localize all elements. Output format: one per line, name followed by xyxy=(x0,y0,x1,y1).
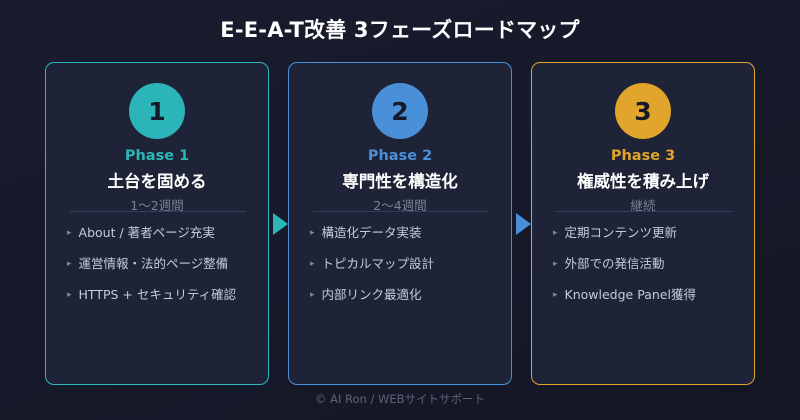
phase-task-list-3: ▸ 定期コンテンツ更新 ▸ 外部での発信活動 ▸ Knowledge Panel… xyxy=(553,225,743,318)
list-item: ▸ 運営情報・法的ページ整備 xyxy=(67,256,257,273)
list-item: ▸ トピカルマップ設計 xyxy=(310,256,500,273)
task-label: 構造化データ実装 xyxy=(321,225,422,240)
phase-duration-3: 継続 xyxy=(630,198,656,213)
roadmap-board: 1 Phase 1 土台を固める 1〜2週間 ▸ About / 著者ページ充実… xyxy=(45,62,755,385)
list-item: ▸ Knowledge Panel獲得 xyxy=(553,287,743,304)
phase-duration-1: 1〜2週間 xyxy=(130,198,184,213)
triangle-right-small-icon: ▸ xyxy=(553,228,558,238)
list-item: ▸ 外部での発信活動 xyxy=(553,256,743,273)
phase-title-1: 土台を固める xyxy=(107,172,207,191)
phase-card-2[interactable]: 2 Phase 2 専門性を構造化 2〜4週間 ▸ 構造化データ実装 ▸ トピカ… xyxy=(288,62,512,385)
triangle-right-small-icon: ▸ xyxy=(67,228,72,238)
card-divider-2 xyxy=(313,211,489,212)
list-item: ▸ 構造化データ実装 xyxy=(310,225,500,242)
task-label: 外部での発信活動 xyxy=(564,256,665,272)
phase-label-3: Phase 3 xyxy=(610,148,676,164)
arrow-right-icon-2 xyxy=(516,213,531,235)
page-title: E-E-A-T改善 3フェーズロードマップ xyxy=(220,18,580,42)
footer-credit: © AI Ron / WEBサイトサポート xyxy=(314,392,486,406)
task-label: About / 著者ページ充実 xyxy=(78,225,215,240)
phase-label-2: Phase 2 xyxy=(367,148,433,164)
phase-title-3: 権威性を積み上げ xyxy=(577,172,709,191)
phase-title-2: 専門性を構造化 xyxy=(342,172,458,191)
task-label: HTTPS + セキュリティ確認 xyxy=(78,287,237,303)
phase-card-1[interactable]: 1 Phase 1 土台を固める 1〜2週間 ▸ About / 著者ページ充実… xyxy=(45,62,269,385)
phase-duration-2: 2〜4週間 xyxy=(373,198,427,213)
triangle-right-small-icon: ▸ xyxy=(310,290,315,301)
triangle-right-small-icon: ▸ xyxy=(310,228,315,238)
triangle-right-small-icon: ▸ xyxy=(67,290,72,301)
phase-number-badge-3: 3 xyxy=(615,83,671,139)
task-label: Knowledge Panel獲得 xyxy=(564,287,696,303)
task-label: 運営情報・法的ページ整備 xyxy=(78,256,229,272)
list-item: ▸ 定期コンテンツ更新 xyxy=(553,225,743,242)
phase-number-badge-2: 2 xyxy=(372,83,428,139)
phase-task-list-1: ▸ About / 著者ページ充実 ▸ 運営情報・法的ページ整備 ▸ HTTPS… xyxy=(67,225,257,318)
task-label: 内部リンク最適化 xyxy=(321,287,422,303)
triangle-right-small-icon: ▸ xyxy=(553,290,558,301)
task-label: 定期コンテンツ更新 xyxy=(564,225,678,240)
list-item: ▸ 内部リンク最適化 xyxy=(310,287,500,304)
arrow-right-icon-1 xyxy=(273,213,288,235)
triangle-right-small-icon: ▸ xyxy=(310,259,315,270)
phase-card-3[interactable]: 3 Phase 3 権威性を積み上げ 継続 ▸ 定期コンテンツ更新 ▸ 外部での… xyxy=(531,62,755,385)
card-divider-1 xyxy=(70,211,246,212)
task-label: トピカルマップ設計 xyxy=(321,256,435,272)
phase-task-list-2: ▸ 構造化データ実装 ▸ トピカルマップ設計 ▸ 内部リンク最適化 xyxy=(310,225,500,318)
list-item: ▸ About / 著者ページ充実 xyxy=(67,225,257,242)
list-item: ▸ HTTPS + セキュリティ確認 xyxy=(67,287,257,304)
triangle-right-small-icon: ▸ xyxy=(553,259,558,270)
phase-label-1: Phase 1 xyxy=(124,148,190,164)
triangle-right-small-icon: ▸ xyxy=(67,259,72,270)
phase-number-badge-1: 1 xyxy=(129,83,185,139)
card-divider-3 xyxy=(556,211,732,212)
